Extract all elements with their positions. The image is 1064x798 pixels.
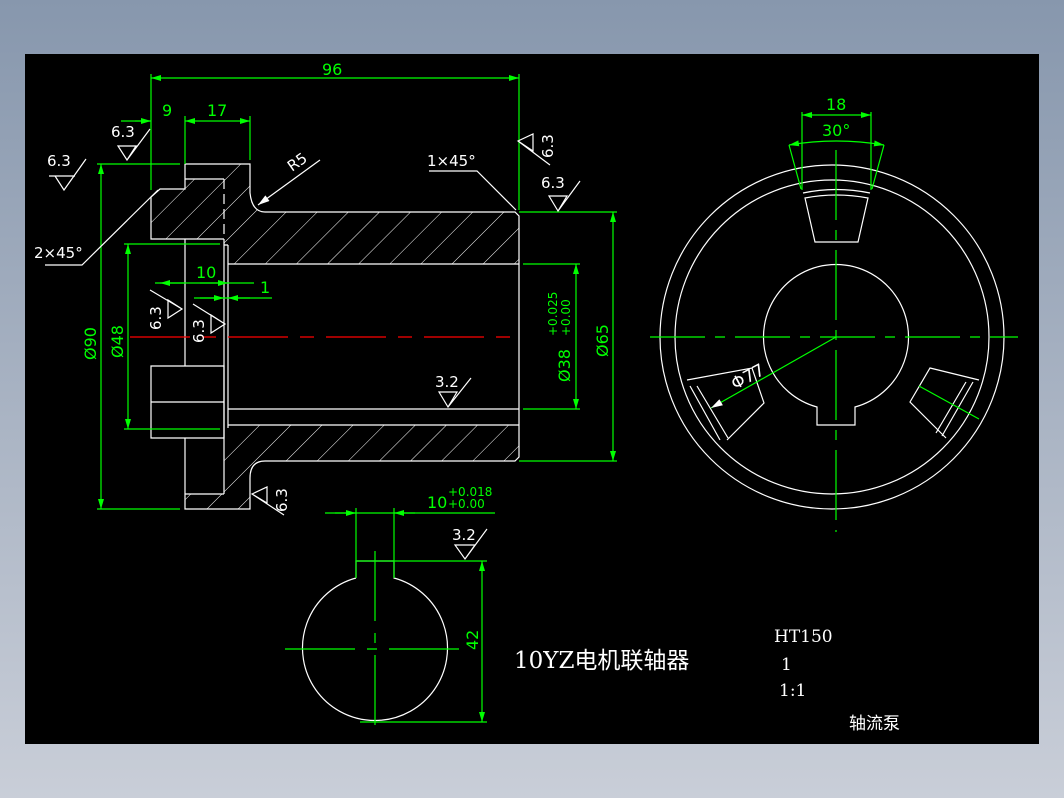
dim-38-label: Ø38 bbox=[555, 349, 574, 382]
ext-42 bbox=[356, 560, 487, 723]
roughness-icon bbox=[547, 180, 581, 213]
dim-10-label: 10 bbox=[196, 263, 216, 282]
chamfer-right-leader bbox=[429, 170, 517, 211]
roughness-icon bbox=[116, 128, 151, 162]
roughness-label: 3.2 bbox=[435, 373, 459, 391]
bore-lines bbox=[228, 263, 519, 426]
chamfer-left-label: 2×45° bbox=[34, 244, 83, 262]
scale-label: 1:1 bbox=[779, 681, 806, 701]
ext-48 bbox=[124, 243, 220, 430]
roughness-label: 3.2 bbox=[452, 526, 476, 544]
r5-leader bbox=[257, 159, 321, 206]
roughness-icon bbox=[192, 303, 227, 335]
dim-30-label: 30° bbox=[822, 121, 850, 140]
ext-90 bbox=[97, 163, 180, 510]
roughness-label: 6.3 bbox=[541, 174, 565, 192]
right-slot bbox=[909, 367, 980, 439]
dim-1-label: 1 bbox=[260, 278, 270, 297]
ext-key-10 bbox=[355, 508, 395, 578]
roughness-icon bbox=[49, 158, 87, 192]
end-view: Φ77 18 30° bbox=[650, 95, 1018, 532]
dim-30 bbox=[788, 140, 885, 147]
bore-with-keyway bbox=[762, 264, 910, 426]
ext-65 bbox=[519, 211, 617, 462]
r5-label: R5 bbox=[284, 149, 311, 175]
chamfer-left-leader bbox=[45, 189, 159, 266]
ext-lines-9-17 bbox=[121, 116, 251, 164]
roughness-label: 6.3 bbox=[539, 134, 557, 158]
section-view bbox=[130, 163, 520, 510]
dim-18-label: 18 bbox=[826, 95, 846, 114]
ext-38 bbox=[523, 263, 580, 410]
outline-upper bbox=[184, 163, 520, 510]
chamfer-right-label: 1×45° bbox=[427, 152, 476, 170]
roughness-icon bbox=[516, 133, 551, 166]
keyway bbox=[150, 239, 225, 495]
hatch-lower bbox=[185, 425, 519, 509]
dim-9-label: 9 bbox=[162, 101, 172, 120]
dim-38-lower: +0.00 bbox=[559, 299, 573, 336]
dia-77-label: Φ77 bbox=[728, 360, 768, 394]
section-dimensions: 96 9 17 Ø90 Ø48 10 1 Ø38 +0.025 +0.00 Ø6… bbox=[34, 60, 617, 516]
dim-key-10-upper: +0.018 bbox=[448, 485, 492, 499]
keyway-view: 10 +0.018 +0.00 42 3.2 bbox=[285, 485, 495, 730]
ext-18 bbox=[801, 112, 872, 190]
material-label: HT150 bbox=[774, 627, 833, 647]
dia-77-leader bbox=[710, 336, 837, 409]
roughness-label: 6.3 bbox=[190, 319, 208, 343]
dim-65-label: Ø65 bbox=[593, 324, 612, 357]
project-label: 轴流泵 bbox=[849, 714, 900, 734]
roughness-symbols: 6.3 6.3 6.3 6.3 6.3 6.3 6.3 3.2 bbox=[47, 123, 581, 516]
dim-42-label: 42 bbox=[463, 630, 482, 650]
roughness-icon bbox=[149, 289, 184, 320]
dim-96-label: 96 bbox=[322, 60, 342, 79]
dim-key-10-lower: +0.00 bbox=[448, 497, 485, 511]
dim-17-label: 17 bbox=[207, 101, 227, 120]
keyway-centerlines bbox=[285, 551, 465, 730]
slot-centerline bbox=[918, 385, 980, 420]
ext-30 bbox=[788, 144, 885, 190]
roughness-icon bbox=[437, 377, 472, 409]
dim-key-10-label: 10 bbox=[427, 493, 447, 512]
roughness-label: 6.3 bbox=[273, 488, 291, 512]
drawing-title: 10YZ电机联轴器 bbox=[514, 648, 689, 674]
hatch-upper bbox=[151, 164, 519, 264]
dim-38-upper: +0.025 bbox=[546, 292, 560, 336]
roughness-icon bbox=[250, 486, 285, 516]
left-slot bbox=[686, 367, 765, 441]
dim-48-label: Ø48 bbox=[108, 325, 127, 358]
roughness-icon bbox=[453, 528, 488, 561]
quantity-label: 1 bbox=[781, 655, 792, 675]
roughness-label: 6.3 bbox=[47, 152, 71, 170]
roughness-label: 6.3 bbox=[111, 123, 135, 141]
roughness-label: 6.3 bbox=[147, 306, 165, 330]
dim-90-label: Ø90 bbox=[81, 327, 100, 360]
